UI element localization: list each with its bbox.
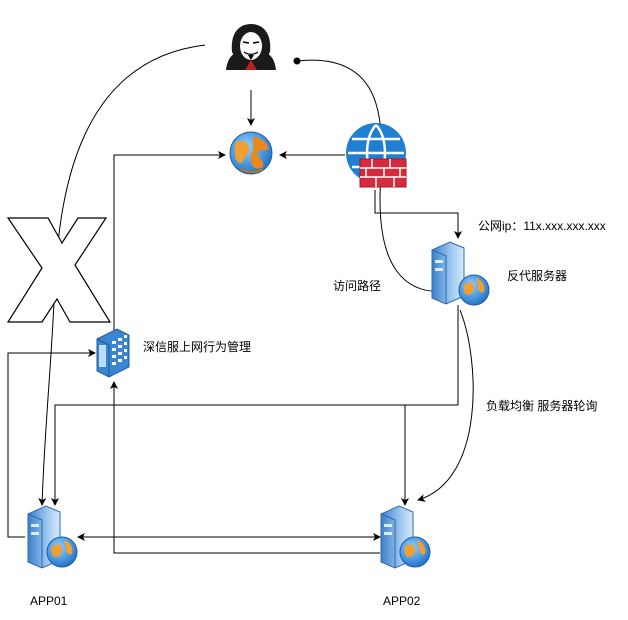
- load-balance-label: 负载均衡 服务器轮询: [486, 399, 598, 413]
- access-path-label: 访问路径: [333, 279, 382, 293]
- blocked-x-icon: [6, 217, 112, 323]
- reverse-proxy-label: 反代服务器: [507, 269, 568, 283]
- app02-server-icon: [380, 505, 431, 569]
- app01-label: APP01: [30, 594, 68, 608]
- app01-server-icon: [27, 505, 78, 569]
- access-panel-icon: [96, 328, 130, 378]
- internet-globe-icon: [229, 131, 273, 175]
- edge-app02-to-behavior: [110, 381, 380, 554]
- public-ip-label: 公网ip：11x.xxx.xxx.xxx: [478, 219, 606, 233]
- firewall-gateway-icon: [346, 123, 407, 188]
- app02-label: APP02: [383, 594, 421, 608]
- edge-attack-path: [296, 59, 456, 292]
- hacker-icon: [226, 24, 276, 70]
- reverse-proxy-server-icon: [431, 241, 490, 306]
- behavior-mgmt-label: 深信服上网行为管理: [143, 340, 252, 354]
- edge-proxy-to-app02: [417, 309, 474, 502]
- edge-behavior-to-internet: [113, 151, 226, 330]
- edge-proxy-to-app01: [51, 305, 459, 506]
- edge-firewall-to-proxy: [374, 190, 462, 239]
- edge-app01-to-behavior: [7, 349, 96, 538]
